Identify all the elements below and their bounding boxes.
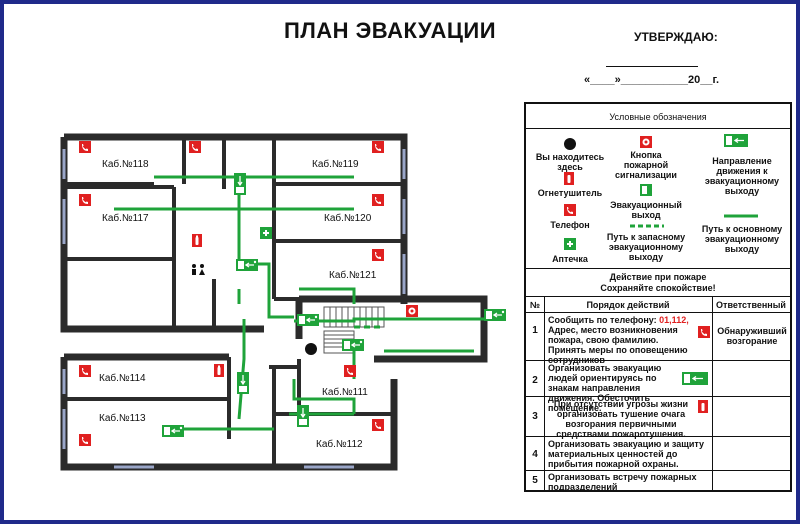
- approve-label: УТВЕРЖДАЮ:: [634, 30, 718, 44]
- exit-sign-icon: [724, 134, 748, 147]
- extinguisher-icon: [214, 364, 224, 377]
- divider: [526, 128, 790, 129]
- alarm-button-icon: [406, 305, 418, 317]
- room-label-112: Каб.№112: [316, 438, 363, 450]
- phone-icon: [372, 194, 384, 206]
- step-1-line2: Адрес, место возникновения пожара, свою …: [548, 325, 678, 345]
- exit-sign-icon: [682, 372, 708, 385]
- step-3-text: При отсутствии угрозы жизни организовать…: [553, 399, 689, 439]
- divider: [526, 436, 790, 437]
- legend-phone: Телефон: [550, 220, 590, 230]
- exit-sign-icon: [483, 308, 507, 322]
- first-aid-icon: [260, 227, 272, 239]
- phone-icon: [79, 365, 91, 377]
- you-are-here-icon: [564, 138, 576, 150]
- legend-reserve-path: Путь к запасному эвакуационному выходу: [606, 232, 686, 262]
- col-order-header: Порядок действий: [586, 300, 670, 310]
- room-label-119: Каб.№119: [312, 158, 359, 170]
- actions-title-1: Действие при пожаре: [609, 272, 707, 282]
- legend-alarm-button: Кнопка пожарной сигнализации: [615, 150, 677, 180]
- legend-extinguisher: Огнетушитель: [537, 188, 603, 198]
- exit-sign-icon: [233, 172, 247, 196]
- room-label-114: Каб.№114: [99, 372, 146, 384]
- divider: [526, 312, 790, 313]
- phone-icon: [79, 194, 91, 206]
- room-label-118: Каб.№118: [102, 158, 149, 170]
- phone-icon: [79, 141, 91, 153]
- step-4-text: Организовать эвакуацию и защиту материал…: [548, 439, 705, 469]
- phone-icon: [189, 141, 201, 153]
- extinguisher-icon: [698, 400, 708, 413]
- step-1-phone: 01,112,: [659, 315, 689, 325]
- exit-sign-icon: [236, 371, 250, 395]
- you-are-here-icon: [305, 343, 317, 355]
- legend-you-are-here: Вы находитесь здесь: [535, 152, 605, 172]
- legend-title: Условные обозначения: [609, 112, 707, 122]
- exit-sign-icon: [341, 338, 365, 352]
- toilet-icon: [192, 264, 205, 275]
- divider: [526, 296, 790, 297]
- legend-panel: Условные обозначения: [524, 102, 792, 492]
- room-label-111: Каб.№111: [322, 386, 368, 398]
- signature-line: [606, 66, 698, 67]
- divider: [712, 296, 713, 490]
- step-2-text: Организовать эвакуацию людей ориентируяс…: [548, 363, 662, 413]
- floor-plan: Каб.№118 Каб.№119 Каб.№117 Каб.№120 Каб.…: [60, 133, 507, 471]
- alarm-button-icon: [640, 136, 652, 148]
- legend-main-path: Путь к основному эвакуационному выходу: [701, 224, 783, 254]
- windows: [62, 149, 406, 469]
- phone-icon: [698, 326, 710, 338]
- exit-sign-icon: [235, 258, 259, 272]
- step-2-num: 2: [532, 375, 538, 386]
- step-4-num: 4: [532, 449, 538, 460]
- page-title: ПЛАН ЭВАКУАЦИИ: [284, 18, 497, 43]
- divider: [526, 396, 790, 397]
- room-label-117: Каб.№117: [102, 212, 149, 224]
- phone-icon: [79, 434, 91, 446]
- step-3-num: 3: [532, 411, 538, 422]
- legend-icons: [564, 134, 758, 250]
- room-label-120: Каб.№120: [324, 212, 372, 224]
- date-line: «____»___________20__г.: [584, 74, 720, 86]
- step-5-num: 5: [532, 475, 538, 486]
- step-1-num: 1: [532, 325, 538, 336]
- col-num-header: №: [529, 300, 541, 310]
- col-responsible-header: Ответственный: [716, 300, 786, 310]
- extinguisher-icon: [564, 172, 574, 185]
- step-1-line3: Принять меры по оповещению сотрудников: [548, 345, 688, 365]
- legend-exit-direction: Направление движения к эвакуационному вы…: [704, 156, 780, 196]
- divider: [544, 296, 545, 490]
- exit-sign-icon: [161, 424, 185, 438]
- step-5-text: Организовать встречу пожарных подразделе…: [548, 472, 697, 492]
- phone-icon: [564, 204, 576, 216]
- divider: [526, 360, 790, 361]
- legend-evac-exit: Эвакуационный выход: [610, 200, 682, 220]
- actions-title-2: Сохраняйте спокойствие!: [600, 283, 716, 293]
- exit-sign-icon: [296, 404, 310, 428]
- step-1-line1: Сообщить по телефону:: [548, 315, 657, 325]
- exit-sign-icon: [640, 184, 652, 196]
- divider: [526, 470, 790, 471]
- room-label-113: Каб.№113: [99, 412, 146, 424]
- divider: [526, 268, 790, 269]
- room-label-121: Каб.№121: [329, 269, 377, 281]
- phone-icon: [372, 249, 384, 261]
- step-1-text: Сообщить по телефону: 01,112, Адрес, мес…: [548, 315, 698, 365]
- exit-sign-icon: [296, 313, 320, 327]
- step-1-responsible: Обнаруживший возгорание: [717, 326, 787, 346]
- legend-first-aid: Аптечка: [552, 254, 588, 264]
- phone-icon: [372, 141, 384, 153]
- phone-icon: [344, 365, 356, 377]
- first-aid-icon: [564, 238, 576, 250]
- phone-icon: [372, 419, 384, 431]
- extinguisher-icon: [192, 234, 202, 247]
